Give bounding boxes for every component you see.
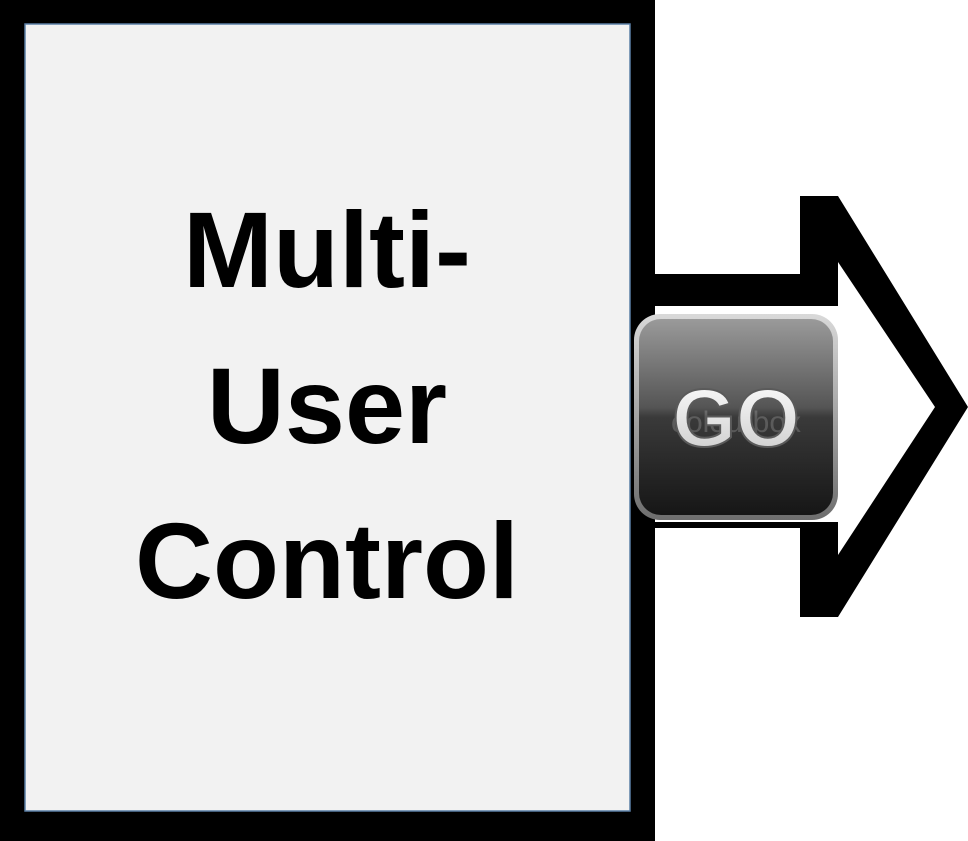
box-label-line-1: Multi- (183, 189, 471, 310)
go-button-face (639, 319, 833, 515)
go-button[interactable]: colourbox GO (634, 314, 838, 520)
multi-user-control-box: Multi- User Control (0, 0, 655, 841)
box-label-line-2: User (207, 345, 447, 466)
arrow-head-interior (838, 262, 935, 555)
go-button-watermark: colourbox (671, 406, 801, 439)
go-button-label: GO (672, 373, 800, 464)
box-label-line-3: Control (135, 500, 519, 621)
box-fill (24, 23, 631, 812)
